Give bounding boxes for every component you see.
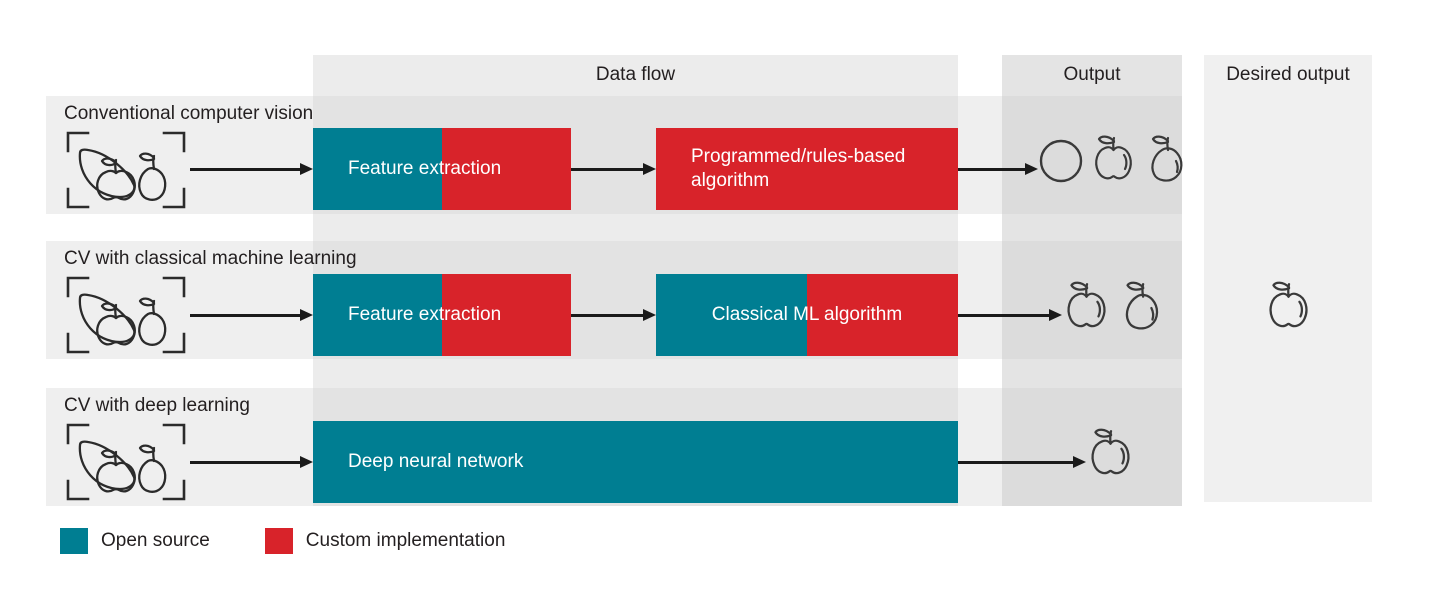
arrow-algorithm-to-output-row-2 [958,309,1062,321]
arrow-algorithm-to-output-row-1 [958,163,1038,175]
process-box-feature-extraction-row-2[interactable]: Feature extraction [313,274,571,356]
row-label-cv-classical-machine-learning: CV with classical machine learning [64,248,357,269]
column-band-desired-output [1204,55,1372,502]
process-box-label: Programmed/rules-based algorithm [691,146,906,191]
legend-label-open-source: Open source [101,530,210,551]
process-box-feature-extraction-row-1[interactable]: Feature extraction [313,128,571,210]
row-3-output-shade [1002,388,1182,506]
row-1-output-shade [1002,96,1182,214]
segment-custom-implementation [442,274,571,356]
apple-icon [1067,281,1106,328]
segment-open-source [313,128,442,210]
column-header-desired-output: Desired output [1226,64,1350,85]
segment-open-source [656,274,807,356]
legend-label-custom-implementation: Custom implementation [305,530,506,551]
column-header-data-flow: Data flow [595,64,676,85]
process-box-label: Classical ML algorithm [711,304,903,326]
output-icons-row-3 [1084,426,1136,480]
process-box-programmed-rules-based-algorithm-row-1[interactable]: Programmed/rules-based algorithm [656,128,958,210]
input-fruit-detection-frame-icon-row-1 [66,131,186,209]
segment-open-source [313,274,442,356]
pear-icon [1151,135,1183,182]
column-header-output: Output [1063,64,1121,85]
input-fruit-detection-frame-icon-row-2 [66,276,186,354]
legend-item-open-source: Open source [60,528,210,554]
apple-icon [1269,281,1308,328]
process-box-label: Deep neural network [348,451,524,473]
arrow-deep-neural-network-to-output-row-3 [958,456,1086,468]
process-box-label: Feature extraction [348,304,502,326]
arrow-input-to-deep-neural-network-row-3 [190,456,313,468]
segment-custom-implementation [807,274,958,356]
legend-swatch-open-source [60,528,88,554]
segment-open-source [313,421,958,503]
process-box-deep-neural-network-row-3[interactable]: Deep neural network [313,421,958,503]
output-icons-row-2 [1060,279,1166,333]
process-box-classical-ml-algorithm-row-2[interactable]: Classical ML algorithm [656,274,958,356]
apple-icon [1091,428,1130,475]
row-label-cv-deep-learning: CV with deep learning [64,395,250,416]
legend-item-custom-implementation: Custom implementation [264,528,506,554]
apple-icon [1095,135,1132,180]
desired-output-icons [1262,279,1314,338]
row-label-conventional-computer-vision: Conventional computer vision [64,103,314,124]
input-fruit-detection-frame-icon-row-3 [66,423,186,501]
legend-swatch-custom-implementation [264,528,293,554]
arrow-feature-extraction-to-algorithm-row-1 [571,163,656,175]
output-icons-row-1 [1036,133,1190,185]
arrow-input-to-feature-extraction-row-2 [190,309,313,321]
legend: Open source Custom implementation [60,528,560,554]
arrow-input-to-feature-extraction-row-1 [190,163,313,175]
segment-custom-implementation [442,128,571,210]
circle-icon [1039,139,1083,183]
pear-icon [1125,281,1159,330]
arrow-feature-extraction-to-algorithm-row-2 [571,309,656,321]
segment-custom-implementation [656,128,958,210]
process-box-label: Feature extraction [348,158,502,180]
